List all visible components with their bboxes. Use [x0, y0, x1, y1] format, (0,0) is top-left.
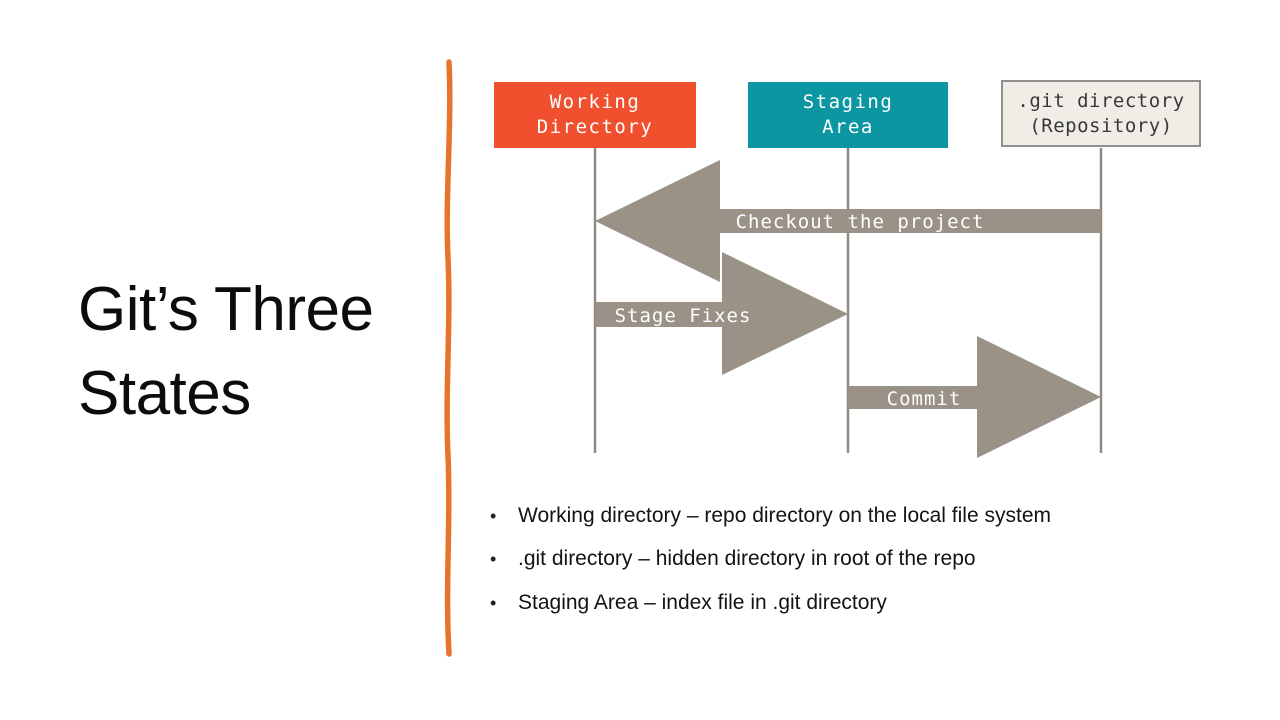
slide-title: Git’s Three States [78, 275, 374, 429]
bullet-dot: • [490, 506, 497, 526]
diagram-canvas: Checkout the project Stage Fixes Commit [593, 148, 1103, 458]
bullet-text: .git directory – hidden directory in roo… [518, 547, 976, 571]
bullet-text: Staging Area – index file in .git direct… [518, 590, 887, 614]
arrow-label-commit: Commit [887, 388, 962, 410]
arrow-label-stage-fixes: Stage Fixes [615, 305, 752, 327]
git-three-states-diagram: Checkout the project Stage Fixes Commit … [440, 60, 1220, 470]
box-git-directory: .git directory (Repository) [1001, 80, 1201, 147]
bullet-text: Working directory – repo directory on th… [518, 504, 1051, 527]
arrow-stage-fixes [595, 252, 848, 375]
bullet-list: • Working directory – repo directory on … [490, 504, 1220, 634]
bullet-item-git-directory: • .git directory – hidden directory in r… [490, 547, 1220, 571]
bullet-dot: • [490, 592, 497, 613]
bullet-item-working-directory: • Working directory – repo directory on … [490, 504, 1220, 528]
bullet-dot: • [490, 549, 497, 570]
box-staging-area: Staging Area [748, 82, 948, 148]
orange-divider-line [444, 59, 453, 657]
bullet-item-staging-area: • Staging Area – index file in .git dire… [490, 591, 1220, 615]
arrow-checkout-the-project [595, 160, 1101, 282]
divider-stroke [444, 59, 453, 657]
arrow-label-checkout: Checkout the project [736, 211, 985, 233]
box-working-directory: Working Directory [494, 82, 696, 148]
arrow-commit [848, 336, 1101, 458]
